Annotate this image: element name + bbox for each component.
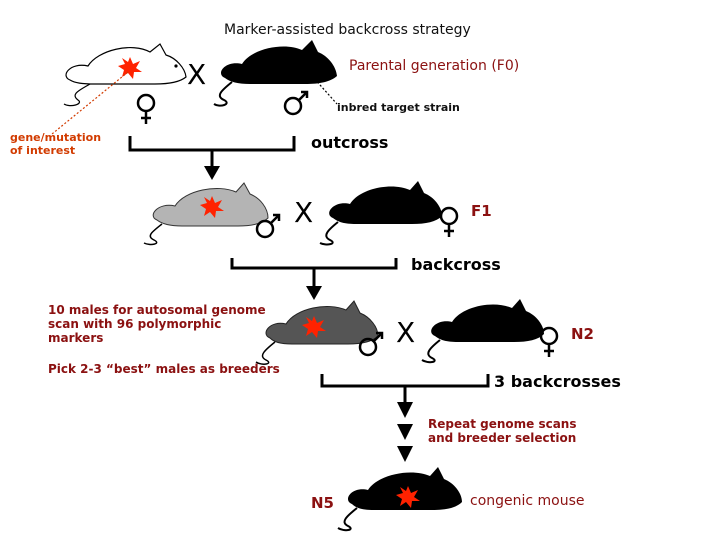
f0-male-mouse <box>213 40 337 107</box>
n2-female-symbol-icon <box>539 326 559 357</box>
parental-generation-label: Parental generation (F0) <box>349 58 520 74</box>
backcross-label: backcross <box>411 255 501 274</box>
outcross-bracket <box>128 136 296 166</box>
f0-female-symbol-icon <box>136 93 156 124</box>
repeat-arrow-icon-1 <box>397 402 413 418</box>
f0-male-symbol-icon <box>283 90 309 116</box>
genome-scan-note: 10 males for autosomal genome scan with … <box>48 303 266 345</box>
backcross-arrow-icon <box>306 286 322 300</box>
repeat-arrow-icon-3 <box>397 446 413 462</box>
three-backcrosses-bracket <box>320 374 490 402</box>
repeat-scans-note: Repeat genome scans and breeder selectio… <box>428 417 577 445</box>
n2-generation-label: N2 <box>571 325 594 343</box>
diagram-title: Marker-assisted backcross strategy <box>224 22 471 38</box>
outcross-arrow-icon <box>204 166 220 180</box>
inbred-strain-label: inbred target strain <box>337 101 460 114</box>
three-backcrosses-label: 3 backcrosses <box>494 372 621 391</box>
outcross-label: outcross <box>311 133 389 152</box>
f1-female-symbol-icon <box>439 206 459 237</box>
n5-congenic-mouse <box>337 467 462 532</box>
f0-cross-symbol: X <box>187 58 207 91</box>
gene-of-interest-label: gene/mutation of interest <box>10 131 102 157</box>
pick-breeders-note: Pick 2-3 “best” males as breeders <box>48 362 280 376</box>
f1-generation-label: F1 <box>471 202 492 220</box>
f1-female-mouse <box>319 181 442 246</box>
f1-male-symbol-icon <box>255 213 281 239</box>
n2-cross-symbol: X <box>396 316 416 349</box>
repeat-arrow-icon-2 <box>397 424 413 440</box>
gene-pointer <box>51 71 129 135</box>
congenic-mouse-label: congenic mouse <box>470 493 585 509</box>
backcross-bracket <box>230 258 398 286</box>
f1-cross-symbol: X <box>294 196 314 229</box>
n2-male-symbol-icon <box>358 331 384 357</box>
n2-female-mouse <box>421 299 544 364</box>
n5-generation-label: N5 <box>311 494 334 512</box>
